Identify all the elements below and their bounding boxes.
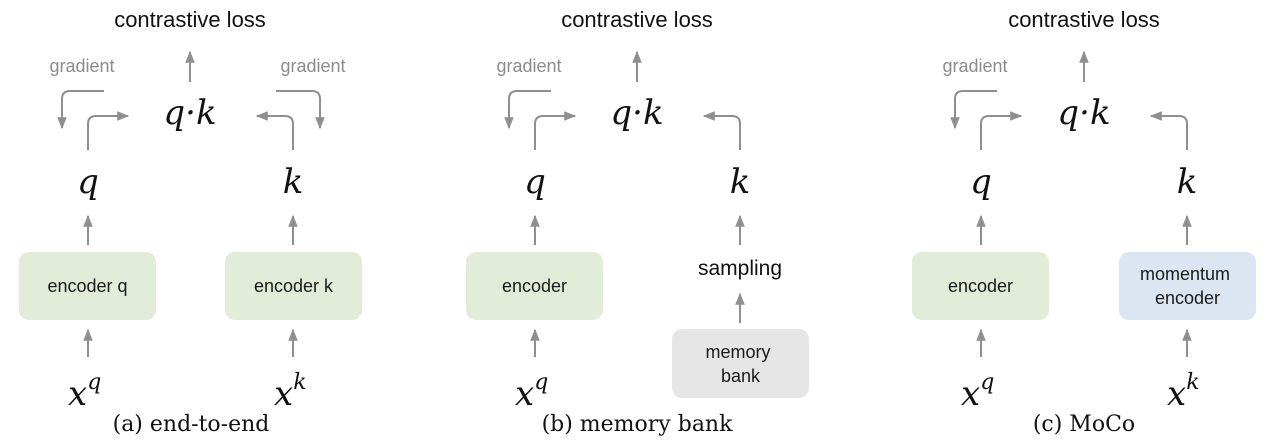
momentum-encoder-box <box>1119 252 1256 320</box>
query-input: xq <box>961 370 994 414</box>
caption-moco: (c) MoCo <box>1033 412 1135 437</box>
dot-product-label: q·k <box>1057 93 1110 133</box>
gradient-label: gradient <box>942 56 1007 76</box>
gradient-arrow-left <box>57 90 104 130</box>
panel-end-to-end: contrastive loss gradient gradient q·k q… <box>19 7 362 437</box>
query-symbol: q <box>524 162 546 202</box>
gradient-label-right: gradient <box>280 56 345 76</box>
encoder-label: encoder <box>502 276 567 296</box>
dot-product-label: q·k <box>610 93 663 133</box>
gradient-arrow <box>950 90 997 130</box>
q-to-dot-arrow <box>87 111 130 150</box>
query-symbol: q <box>77 162 99 202</box>
encoder-box <box>912 252 1049 320</box>
panel-moco: contrastive loss gradient q·k q k encode… <box>912 7 1256 437</box>
key-symbol: k <box>730 162 751 202</box>
query-input: xq <box>515 370 548 414</box>
caption-memory-bank: (b) memory bank <box>542 412 734 437</box>
encoder-box <box>466 252 603 320</box>
gradient-arrow-right <box>276 90 325 130</box>
encoder-q-label: encoder q <box>47 276 127 296</box>
q-to-dot-arrow <box>980 111 1023 150</box>
memory-bank-box <box>672 329 809 398</box>
momentum-encoder-label: momentum encoder <box>1140 264 1235 308</box>
encoder-k-label: encoder k <box>254 276 334 296</box>
gradient-label-left: gradient <box>49 56 114 76</box>
memory-bank-label: memory bank <box>705 342 775 386</box>
k-to-dot-arrow <box>255 111 294 150</box>
q-to-dot-arrow <box>534 111 577 150</box>
key-input: xk <box>274 370 307 414</box>
key-input: xk <box>1167 370 1200 414</box>
gradient-label: gradient <box>496 56 561 76</box>
encoder-q-box <box>19 252 156 320</box>
sampling-label: sampling <box>698 257 782 280</box>
gradient-arrow <box>504 90 551 130</box>
k-to-dot-arrow <box>702 111 741 150</box>
key-symbol: k <box>283 162 304 202</box>
dot-product-label: q·k <box>163 93 216 133</box>
panel-memory-bank: contrastive loss gradient q·k q k encode… <box>466 7 809 437</box>
caption-end-to-end: (a) end-to-end <box>113 412 270 437</box>
contrastive-loss-title: contrastive loss <box>561 7 713 32</box>
encoder-label: encoder <box>948 276 1013 296</box>
contrastive-loss-title: contrastive loss <box>1008 7 1160 32</box>
key-symbol: k <box>1177 162 1198 202</box>
query-input: xq <box>68 370 101 414</box>
k-to-dot-arrow <box>1149 111 1188 150</box>
encoder-k-box <box>225 252 362 320</box>
query-symbol: q <box>970 162 992 202</box>
contrastive-loss-title: contrastive loss <box>114 7 266 32</box>
